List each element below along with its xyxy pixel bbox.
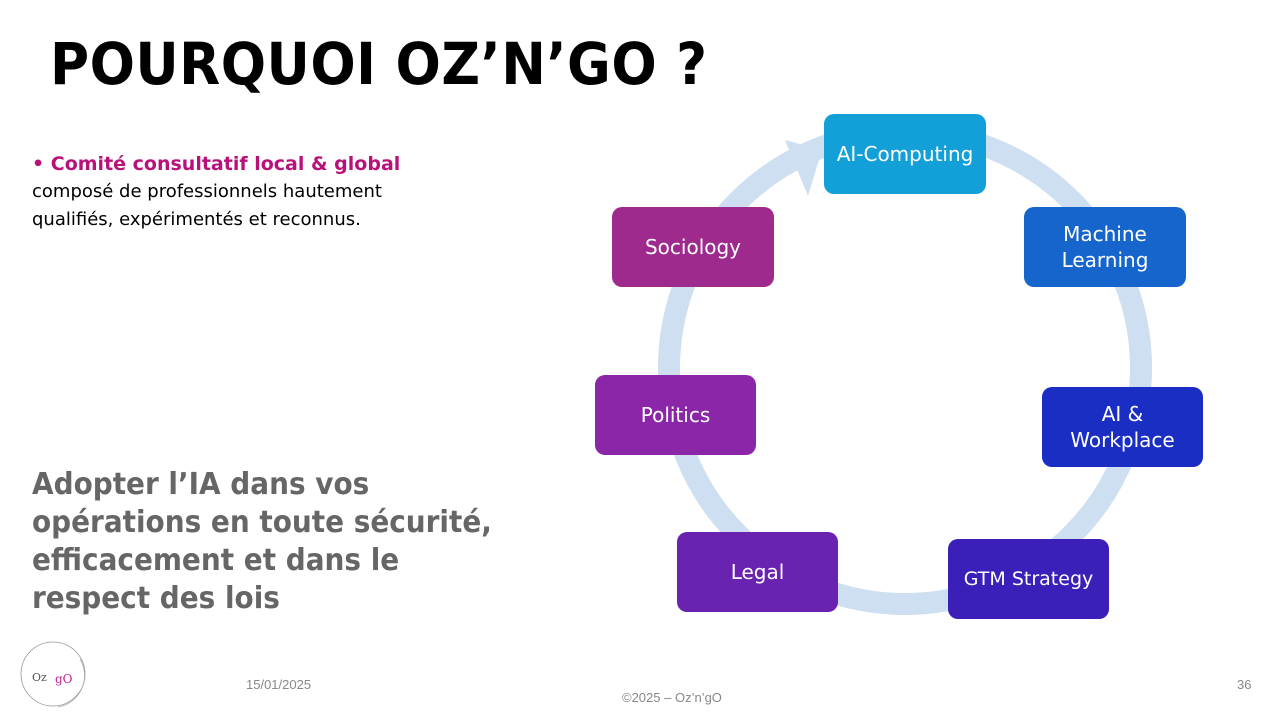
- cycle-arrowhead-icon: [785, 140, 822, 196]
- node-ai-workplace: AI & Workplace: [1042, 387, 1203, 467]
- node-machine-learning: Machine Learning: [1024, 207, 1186, 287]
- bullet-highlight: • Comité consultatif local & global: [32, 153, 401, 175]
- slide-title: POURQUOI OZ’N’GO ?: [50, 30, 708, 98]
- node-politics: Politics: [595, 375, 756, 455]
- footer-page-number: 36: [1237, 677, 1252, 692]
- tagline: Adopter l’IA dans vos opérations en tout…: [32, 467, 492, 616]
- node-label: GTM Strategy: [963, 568, 1094, 590]
- svg-text:Oz: Oz: [32, 671, 47, 684]
- footer-copyright: ©2025 – Oz’n’gO: [622, 690, 722, 705]
- node-gtm-strategy: GTM Strategy: [948, 539, 1109, 619]
- svg-text:gO: gO: [55, 672, 73, 686]
- node-label: Legal: [730, 560, 785, 584]
- bullet-body: composé de professionnels hautement qual…: [32, 181, 382, 230]
- node-sociology: Sociology: [612, 207, 774, 287]
- node-label: Politics: [640, 403, 711, 427]
- node-legal: Legal: [677, 532, 838, 612]
- node-label: AI-Computing: [836, 142, 974, 166]
- bullet-advisory-committee: • Comité consultatif local & global comp…: [32, 150, 452, 234]
- node-label: AI & Workplace: [1070, 402, 1175, 452]
- ozngo-logo: Oz gO: [20, 641, 86, 708]
- node-ai-computing: AI-Computing: [824, 114, 986, 194]
- footer-date: 15/01/2025: [246, 677, 312, 692]
- node-label: Sociology: [644, 235, 742, 259]
- node-label: Machine Learning: [1061, 222, 1149, 272]
